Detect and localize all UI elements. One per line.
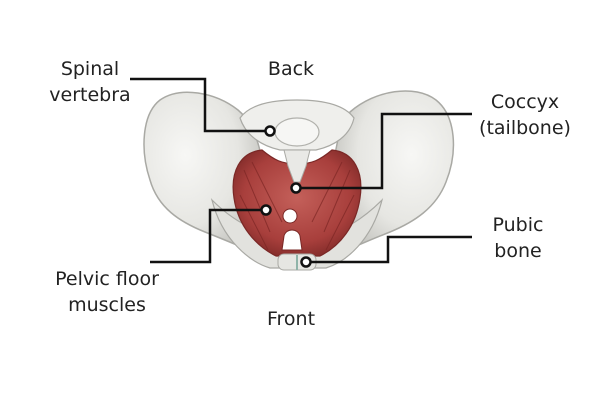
leader-dots (260, 125, 312, 268)
muscle-opening-upper (282, 208, 298, 224)
label-coccyx-line1: Coccyx (490, 91, 560, 113)
label-spinal-vertebra-line1: Spinal (60, 58, 120, 80)
label-back: Back (267, 58, 315, 80)
muscle-opening-lower (281, 229, 303, 251)
label-pelvic-floor-line1: Pelvic floor (55, 268, 159, 290)
leader-line-pubic-bone (310, 235, 472, 264)
leader-lines (130, 77, 472, 264)
leader-line-coccyx (301, 112, 472, 190)
leader-line-spinal-vertebra (130, 77, 266, 133)
dot-spinal-vertebra (264, 125, 276, 137)
leader-line-pelvic-floor (150, 208, 262, 264)
label-pubic-bone-line2: bone (494, 240, 542, 262)
label-spinal-vertebra-line2: vertebra (49, 84, 131, 106)
label-pubic-bone: Pubic bone (476, 212, 560, 264)
dot-coccyx (290, 182, 302, 194)
label-pubic-bone-line1: Pubic (492, 214, 544, 236)
dot-pelvic-floor (260, 204, 272, 216)
spinal-vertebra-body (274, 117, 320, 147)
label-pelvic-floor-muscles: Pelvic floor muscles (42, 266, 172, 318)
label-coccyx-line2: (tailbone) (479, 117, 571, 139)
muscle-fibres (239, 161, 355, 251)
label-coccyx: Coccyx (tailbone) (470, 89, 580, 141)
label-front: Front (266, 308, 316, 330)
coccyx-bone (283, 149, 311, 183)
label-pelvic-floor-line2: muscles (68, 294, 146, 316)
dot-pubic-bone (300, 256, 312, 268)
label-spinal-vertebra: Spinal vertebra (40, 56, 140, 108)
